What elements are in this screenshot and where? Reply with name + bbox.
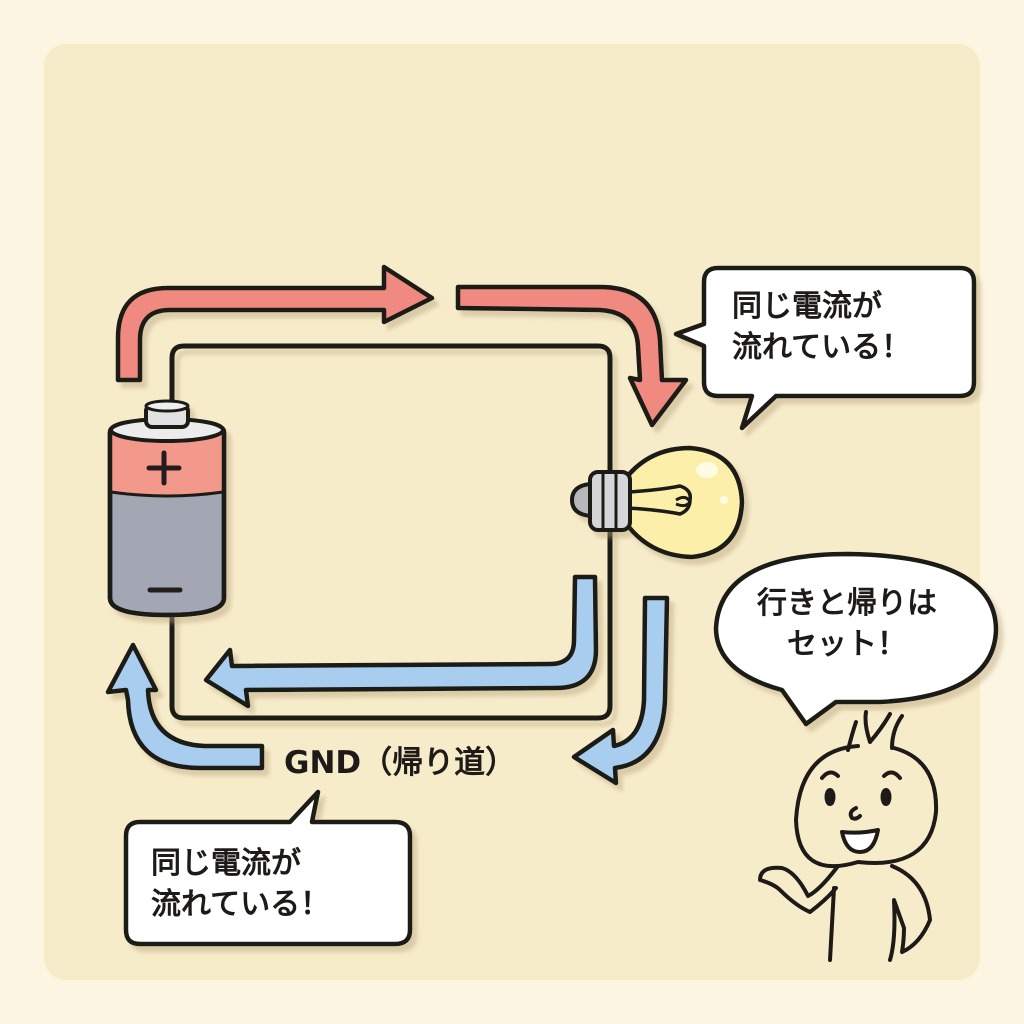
bubble-top-right-text: 同じ電流が 流れている！ [732, 286, 911, 369]
speech-bubble-top-right[interactable] [673, 265, 977, 431]
character-eye-left [824, 788, 836, 806]
bubble-character-line1: 行きと帰りは [757, 586, 937, 621]
battery [107, 399, 227, 618]
character-eye-right [880, 788, 892, 806]
return-arrow-outer-right [571, 595, 670, 786]
character-eyebrow-left [820, 770, 840, 780]
character-arm-left [758, 864, 840, 914]
outbound-arrow-top-to-bulb [455, 284, 689, 428]
gnd-label: GND（帰り道） [284, 745, 517, 781]
bubble-character-text: 行きと帰りは セット！ [742, 583, 952, 666]
character-hair [846, 710, 904, 752]
speech-bubble-bottom-left[interactable] [123, 789, 413, 947]
speech-bubble-character[interactable] [713, 551, 999, 727]
character-eyebrow-right [882, 770, 902, 780]
character-mouth [840, 828, 880, 854]
bubble-character-line2: セット！ [787, 627, 907, 663]
character-body [828, 864, 932, 962]
return-arrow-bulb-to-bottom [203, 574, 599, 709]
bubble-bottom-left-line2: 流れている！ [151, 887, 331, 923]
bubble-bottom-left-line1: 同じ電流が [151, 846, 301, 881]
character-nose [848, 806, 862, 821]
return-arrow-outer-left-up [105, 642, 265, 771]
bubble-top-right-line2: 流れている！ [732, 330, 912, 366]
character-head [794, 744, 939, 869]
outbound-arrow-battery-to-top [115, 264, 435, 383]
light-bulb [569, 445, 745, 560]
character [758, 710, 939, 962]
bubble-top-right-line1: 同じ電流が [732, 289, 882, 324]
bubble-bottom-left-text: 同じ電流が 流れている！ [151, 843, 330, 926]
